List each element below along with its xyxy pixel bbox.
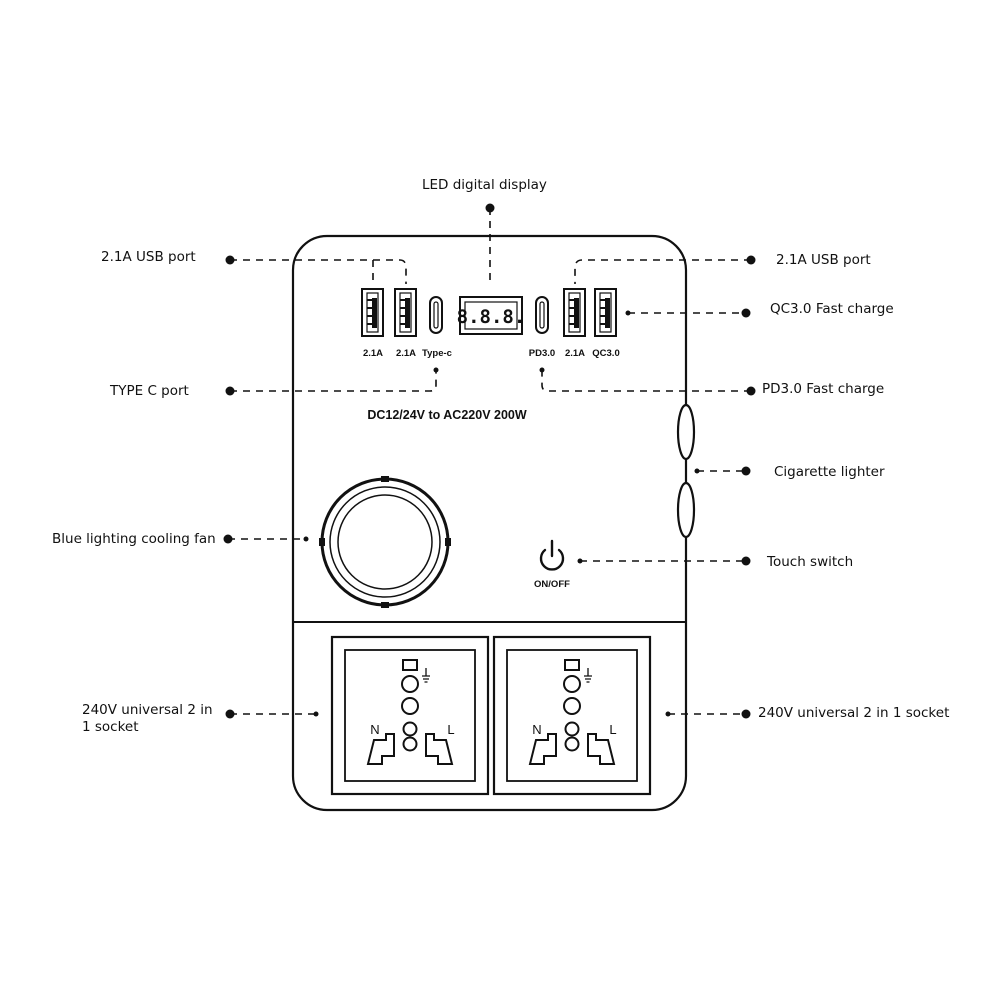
socket-right-pins <box>528 659 616 765</box>
pd-label: PD3.0 <box>529 348 555 359</box>
model-text: DC12/24V to AC220V 200W <box>367 408 527 422</box>
socket-right: N L <box>492 635 652 796</box>
callout-qc-fast-charge: QC3.0 Fast charge <box>770 301 894 317</box>
callout-pd-fast-charge: PD3.0 Fast charge <box>762 381 885 397</box>
socket-left: N L <box>330 635 490 796</box>
qc-label: QC3.0 <box>592 348 619 359</box>
usb1-label: 2.1A <box>363 348 383 359</box>
typec-label: Type-c <box>422 348 452 359</box>
callout-socket-left: 240V universal 2 in 1 socket <box>82 702 213 735</box>
led-readout: 8.8.8. <box>457 306 526 328</box>
type-c-port <box>429 296 443 334</box>
socket-left-n: N <box>370 722 379 737</box>
power-icon <box>539 539 565 571</box>
callout-led-display: LED digital display <box>422 177 547 193</box>
leader-dots <box>223 203 756 719</box>
callout-cooling-fan: Blue lighting cooling fan <box>52 531 216 547</box>
socket-left-l: L <box>447 722 454 737</box>
onoff-label: ON/OFF <box>534 579 570 590</box>
callout-socket-right: 240V universal 2 in 1 socket <box>758 705 950 721</box>
callout-type-c-port: TYPE C port <box>110 383 189 399</box>
led-display: 8.8.8. <box>457 296 526 335</box>
qc-port <box>594 288 617 337</box>
usb-port-1 <box>361 288 384 337</box>
cooling-fan <box>319 476 451 608</box>
usb2-label: 2.1A <box>396 348 416 359</box>
callout-usb-port-right: 2.1A USB port <box>776 252 871 268</box>
usb-port-3 <box>563 288 586 337</box>
callout-touch-switch: Touch switch <box>767 554 854 570</box>
cigarette-lighter <box>676 403 696 539</box>
leader-lines <box>228 208 751 715</box>
callout-cigarette-lighter: Cigarette lighter <box>774 464 885 480</box>
socket-left-pins <box>366 659 454 765</box>
socket-right-n: N <box>532 722 541 737</box>
usb-port-2 <box>394 288 417 337</box>
socket-right-l: L <box>609 722 616 737</box>
callout-usb-port-left: 2.1A USB port <box>101 249 196 265</box>
usb3-label: 2.1A <box>565 348 585 359</box>
pd-port <box>535 296 549 334</box>
